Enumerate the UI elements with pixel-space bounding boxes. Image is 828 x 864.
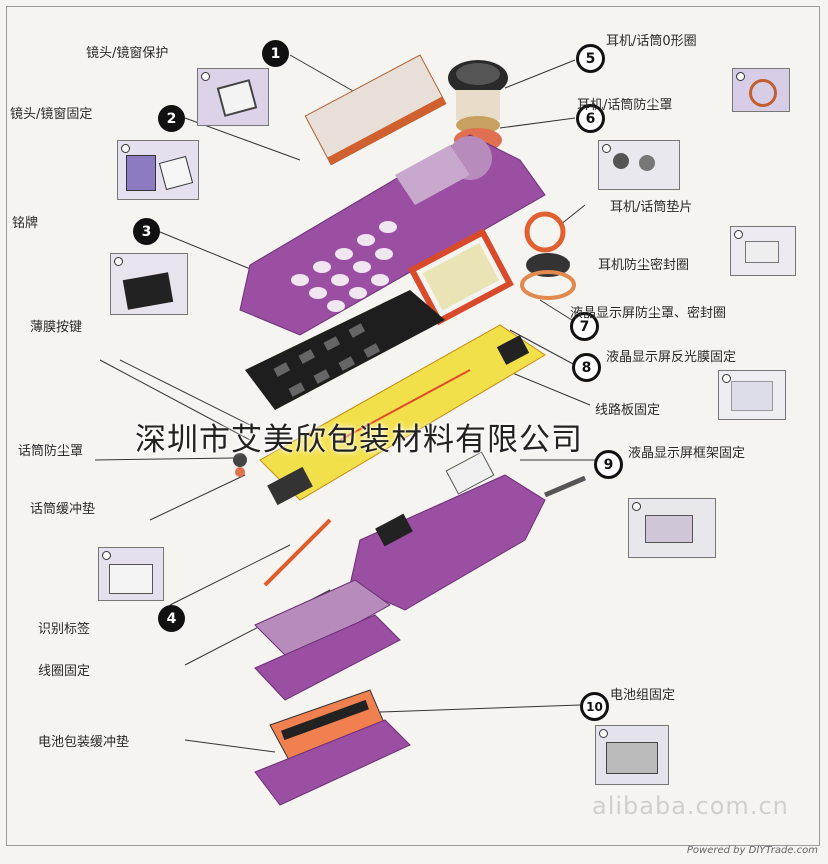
callout-number: 7 (570, 312, 599, 341)
label-coil-fix: 线圈固定 (38, 664, 91, 679)
label-earpiece-gasket: 耳机/话筒垫片 (610, 200, 693, 215)
callout-number: 4 (158, 605, 185, 632)
label-lcd-frame-fix: 液晶显示屏框架固定 (628, 446, 746, 461)
label-mic-dust-cover: 话筒防尘罩 (18, 444, 84, 459)
callout-number: 10 (580, 692, 609, 721)
label-earpiece-dust-cover: 耳机/话筒防尘罩 (577, 98, 673, 113)
label-membrane-keys: 薄膜按键 (30, 320, 83, 335)
label-battery-fix: 电池组固定 (610, 688, 676, 703)
company-watermark: 深圳市艾美欣包装材料有限公司 (135, 422, 583, 458)
callout-number: 3 (133, 218, 160, 245)
label-earpiece-oring: 耳机/话筒0形圈 (606, 34, 697, 49)
label-lens-protect: 镜头/镜窗保护 (86, 46, 169, 61)
powered-by-footer: Powered by DIYTrade.com (686, 845, 818, 856)
thumb-lcd-reflector (718, 370, 786, 420)
thumb-earpiece-dust (598, 140, 680, 190)
callout-number: 6 (576, 104, 605, 133)
label-lcd-reflector-fix: 液晶显示屏反光膜固定 (606, 350, 737, 365)
callout-number: 9 (594, 450, 623, 479)
thumb-battery-fix (595, 725, 669, 785)
thumb-earpiece-oring (732, 68, 790, 112)
label-lens-fix: 镜头/镜窗固定 (10, 107, 93, 122)
label-lcd-dust-seal: 液晶显示屏防尘罩、密封圈 (570, 306, 727, 321)
thumb-lens-fix (117, 140, 199, 200)
label-battery-cushion: 电池包装缓冲垫 (38, 735, 130, 750)
label-nameplate: 铭牌 (12, 216, 39, 231)
callout-number: 2 (158, 105, 185, 132)
thumb-lcd-frame (628, 498, 716, 558)
label-id-tag: 识别标签 (38, 622, 91, 637)
callout-number: 1 (262, 40, 289, 67)
label-mic-cushion: 话筒缓冲垫 (30, 502, 96, 517)
label-pcb-fix: 线路板固定 (595, 403, 661, 418)
thumb-lens-protect (197, 68, 269, 126)
callout-number: 5 (576, 44, 605, 73)
alibaba-watermark: alibaba.com.cn (592, 792, 789, 820)
thumb-id-tag (98, 547, 164, 601)
border-frame (6, 6, 820, 846)
thumb-earpiece-seal (730, 226, 796, 276)
label-earpiece-seal: 耳机防尘密封圈 (598, 258, 690, 273)
callout-number: 8 (572, 353, 601, 382)
thumb-nameplate (110, 253, 188, 315)
